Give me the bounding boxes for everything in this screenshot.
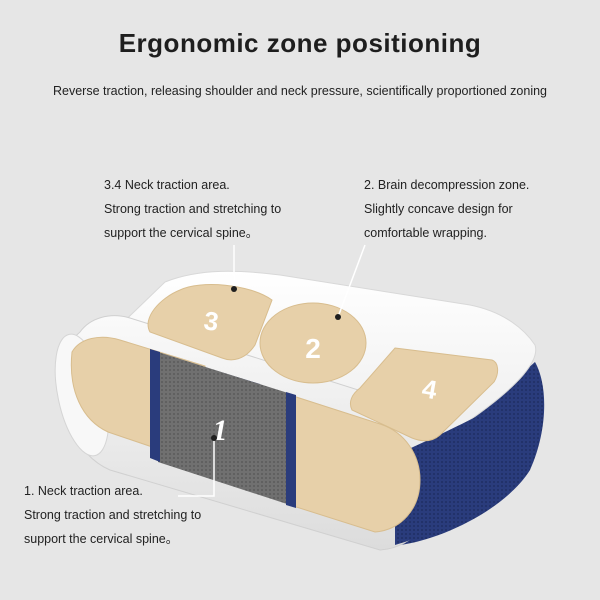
zone-4-number: 4: [420, 373, 440, 405]
callout-dot-2: [335, 314, 341, 320]
callout-zone-1-desc-2: support the cervical spine。: [24, 532, 179, 546]
page-title: Ergonomic zone positioning: [118, 28, 482, 58]
pillow-side-mesh-front: [395, 395, 525, 545]
zone-1-band-left: [150, 349, 160, 462]
callout-dot-3: [231, 286, 237, 292]
callout-zone-3-4: 3.4 Neck traction area. Strong traction …: [104, 173, 281, 245]
callout-line-1: [178, 438, 215, 497]
callout-zone-2: 2. Brain decompression zone. Slightly co…: [364, 173, 529, 245]
zone-3-pad: [147, 284, 273, 361]
callout-zone-3-4-desc-2: support the cervical spine。: [104, 226, 259, 240]
callout-zone-1-desc-1: Strong traction and stretching to: [24, 508, 202, 522]
zone-2-number: 2: [305, 333, 321, 364]
callout-zone-1: 1. Neck traction area. Strong traction a…: [24, 479, 201, 551]
zone-2-pad: [259, 302, 367, 384]
callout-zone-2-title: 2. Brain decompression zone.: [364, 178, 530, 192]
zone-1-right-pad: [289, 394, 421, 533]
callout-zone-3-4-title: 3.4 Neck traction area.: [104, 178, 230, 192]
zone-4-pad: [349, 347, 499, 442]
zone-1-band-right: [286, 392, 296, 508]
callout-line-2: [337, 244, 366, 318]
callout-zone-3-4-desc-1: Strong traction and stretching to: [104, 202, 282, 216]
callout-dot-1: [211, 435, 217, 441]
page-subtitle: Reverse traction, releasing shoulder and…: [52, 84, 548, 98]
callout-zone-2-desc-2: comfortable wrapping.: [364, 226, 487, 240]
zone-1-center-pad: [158, 352, 290, 505]
callout-zone-2-desc-1: Slightly concave design for: [364, 202, 513, 216]
callout-zone-1-title: 1. Neck traction area.: [24, 484, 143, 498]
zone-3-number: 3: [202, 305, 221, 337]
